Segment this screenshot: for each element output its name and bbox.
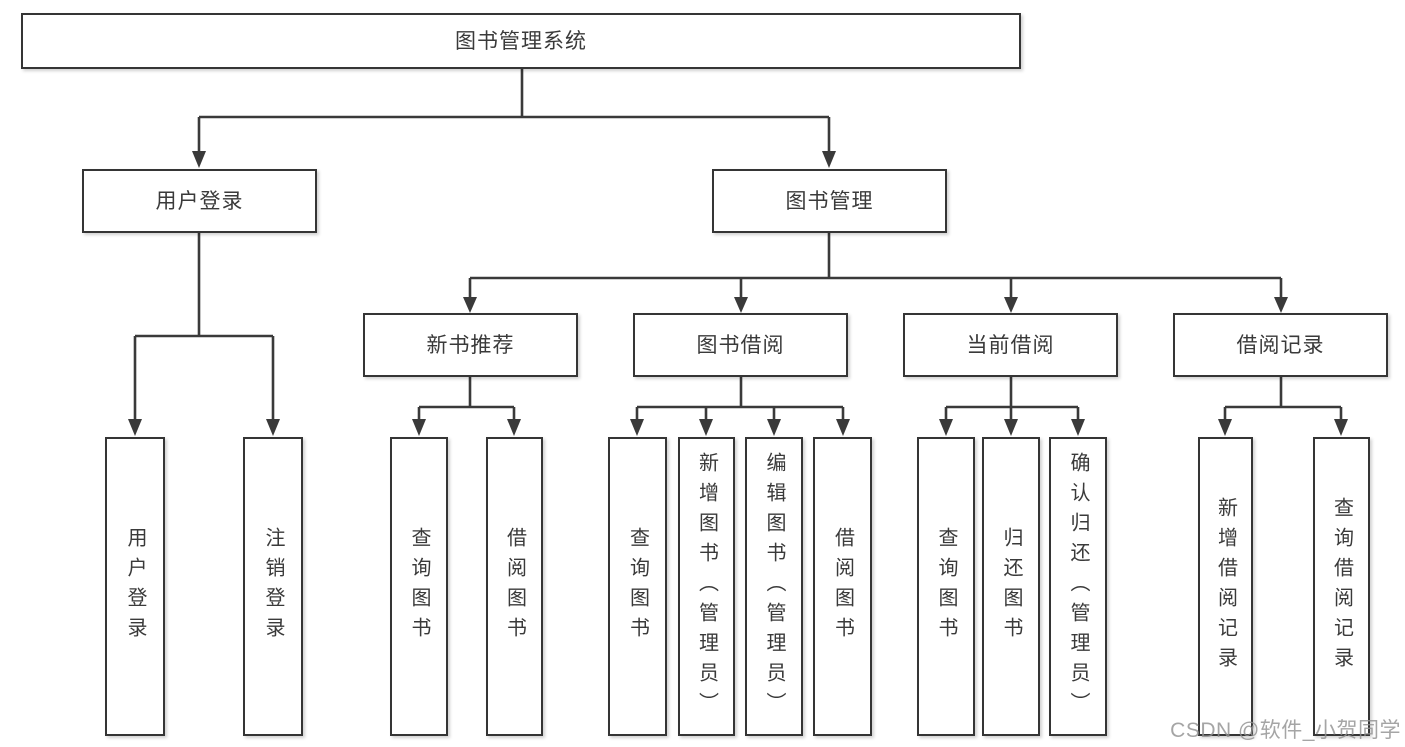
node-label: 借阅记录 [1236,333,1325,357]
arrowhead [266,419,280,436]
node-new-book-recommend: 新书推荐 [363,313,578,377]
leaf-add-book-admin: 新增图书（管理员） [678,437,735,736]
leaf-add-borrow-record: 新增借阅记录 [1198,437,1253,736]
leaf-logout: 注销登录 [243,437,303,736]
arrowhead [1004,297,1018,313]
node-label: 注销登录 [262,526,284,647]
node-label: 图书管理系统 [455,29,587,53]
leaf-user-login: 用户登录 [105,437,165,736]
arrowhead [1004,419,1018,436]
node-book-management: 图书管理 [712,169,947,233]
node-label: 借阅图书 [831,526,854,647]
arrowhead [1218,419,1232,436]
arrowhead [412,419,426,436]
arrowhead [836,419,850,436]
node-user-login: 用户登录 [82,169,317,233]
arrowhead [507,419,521,436]
node-label: 归还图书 [1000,526,1022,647]
leaf-query-books-recommend: 查询图书 [390,437,448,736]
node-label: 用户登录 [124,526,146,647]
leaf-return-book: 归还图书 [982,437,1040,736]
arrowhead [939,419,953,436]
node-label: 编辑图书（管理员） [763,451,785,722]
arrowhead [1071,419,1085,436]
arrowhead [1274,297,1288,313]
arrowhead [630,419,644,436]
node-label: 图书管理 [785,189,874,213]
leaf-query-books-current: 查询图书 [917,437,975,736]
leaf-edit-book-admin: 编辑图书（管理员） [745,437,803,736]
node-label: 新书推荐 [426,333,515,357]
node-label: 新增借阅记录 [1214,496,1237,677]
node-label: 当前借阅 [966,333,1055,357]
leaf-query-books-borrowing: 查询图书 [608,437,667,736]
arrowhead [1334,419,1348,436]
node-book-borrowing: 图书借阅 [633,313,848,377]
node-label: 借阅图书 [503,526,526,647]
node-label: 用户登录 [155,189,244,213]
leaf-borrow-books-recommend: 借阅图书 [486,437,543,736]
arrowhead [699,419,713,436]
arrowhead [128,419,142,436]
node-label: 确认归还（管理员） [1067,451,1089,722]
node-label: 新增图书（管理员） [695,451,718,722]
leaf-confirm-return-admin: 确认归还（管理员） [1049,437,1107,736]
csdn-watermark: CSDN @软件_小贺同学 [1170,719,1401,742]
leaf-borrow-books-borrowing: 借阅图书 [813,437,872,736]
node-label: 查询图书 [626,526,649,647]
arrowhead [734,297,748,313]
arrowhead [767,419,781,436]
node-label: 查询借阅记录 [1330,496,1353,677]
node-borrowing-records: 借阅记录 [1173,313,1388,377]
arrowhead [463,297,477,313]
arrowhead [192,151,206,168]
arrowhead [822,151,836,168]
node-current-borrowing: 当前借阅 [903,313,1118,377]
node-label: 查询图书 [935,526,957,647]
node-label: 图书借阅 [696,333,785,357]
leaf-query-borrow-record: 查询借阅记录 [1313,437,1370,736]
node-label: 查询图书 [408,526,430,647]
node-library-management-system: 图书管理系统 [21,13,1021,69]
